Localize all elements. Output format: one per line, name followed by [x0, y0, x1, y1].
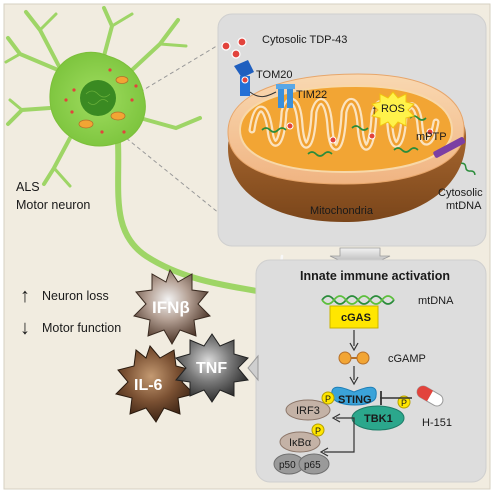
ros-label: ROS: [381, 103, 405, 115]
tdp43-dot: [368, 132, 376, 140]
mtdna-helix-icon: [321, 295, 395, 305]
ros-up-arrow: ↑: [371, 103, 377, 117]
tnf-label: TNF: [196, 360, 227, 377]
h151-pill-icon: [416, 385, 444, 407]
soma-tdp43-dots: [64, 68, 138, 134]
soma-mitochondrion: [78, 119, 94, 129]
nucleus-texture: [85, 90, 111, 105]
mtdna-strand: [307, 151, 333, 157]
down-arrow-icon: ↓: [20, 317, 30, 339]
p65-label: p65: [304, 460, 321, 471]
irf3-shape: [285, 399, 331, 421]
als-label: ALS: [16, 180, 40, 194]
zoom-line-bottom: [109, 124, 231, 223]
cytosolic-mtdna-icon: [461, 162, 476, 176]
cytosolic-mtdna-label-2: mtDNA: [446, 200, 482, 212]
arrow-tbk1-ikba: [324, 420, 355, 453]
arrow-head: [331, 413, 341, 423]
ros-icon: [371, 91, 415, 129]
mtdna-strand: [393, 147, 419, 153]
tdp43-dot: [329, 136, 337, 144]
motor-function-label: Motor function: [42, 321, 121, 335]
sting-shape: [331, 386, 377, 406]
p65-shape: [298, 453, 330, 475]
tnf-cytokine: [175, 333, 249, 403]
cgas-box: [329, 305, 379, 329]
cgamp-icon: [338, 351, 370, 365]
tdp43-import-path: [249, 91, 277, 98]
cgas-label: cGAS: [341, 312, 371, 324]
p50-label: p50: [279, 460, 296, 471]
arrow-tbk1-irf3: [336, 417, 355, 420]
cytokine-release-arrow: [247, 354, 259, 382]
phospho-badge: [311, 423, 325, 437]
ikba-shape: [279, 431, 321, 453]
il6-cytokine: [115, 344, 195, 423]
tim22-label: TIM22: [296, 89, 327, 101]
tdp43-dot: [286, 122, 294, 130]
motor-neuron-label: Motor neuron: [16, 198, 90, 212]
mtdna-strand: [351, 125, 369, 131]
tdp43-dot: [231, 49, 241, 59]
ikba-label: IκBα: [289, 437, 312, 449]
phospho-badge: [321, 391, 335, 405]
neuron-nucleus: [80, 80, 116, 116]
mptp-icon: [433, 137, 466, 158]
ifnb-cytokine: [133, 268, 211, 346]
up-arrow-icon: ↑: [20, 285, 30, 307]
cgamp-label: cGAMP: [388, 353, 426, 365]
tdp43-dot: [237, 37, 247, 47]
mtdna-strand: [261, 127, 287, 133]
arrow-head: [349, 342, 359, 352]
il6-label: IL-6: [134, 377, 163, 394]
immune-panel-title: Innate immune activation: [300, 269, 450, 283]
phospho-label: P: [401, 398, 407, 408]
mitochondria-label: Mitochondria: [310, 205, 374, 217]
tim22-icon: [276, 84, 295, 108]
ifnb-label: IFNβ: [152, 298, 190, 317]
tom20-icon: [234, 60, 254, 96]
soma-mitochondrion: [115, 76, 129, 84]
phospho-label: P: [325, 394, 331, 404]
phospho-badge: [397, 395, 411, 409]
mtdna-label: mtDNA: [418, 295, 454, 307]
phospho-label: P: [315, 426, 321, 436]
tdp43-dot: [426, 128, 434, 136]
soma-mitochondrion: [110, 111, 126, 121]
h151-label: H-151: [422, 417, 452, 429]
neuron-loss-label: Neuron loss: [42, 289, 109, 303]
motor-neuron: [4, 6, 302, 316]
cytosolic-mtdna-label-1: Cytosolic: [438, 187, 483, 199]
mptp-label: mPTP: [416, 131, 447, 143]
arrow-head: [319, 447, 329, 457]
irf3-label: IRF3: [296, 405, 320, 417]
cytosolic-tdp43-label: Cytosolic TDP-43: [262, 34, 347, 46]
tdp43-dot: [221, 41, 231, 51]
sting-label: STING: [338, 394, 372, 406]
tom20-label: TOM20: [256, 69, 292, 81]
tbk1-label: TBK1: [364, 413, 393, 425]
arrow-head: [349, 376, 359, 386]
